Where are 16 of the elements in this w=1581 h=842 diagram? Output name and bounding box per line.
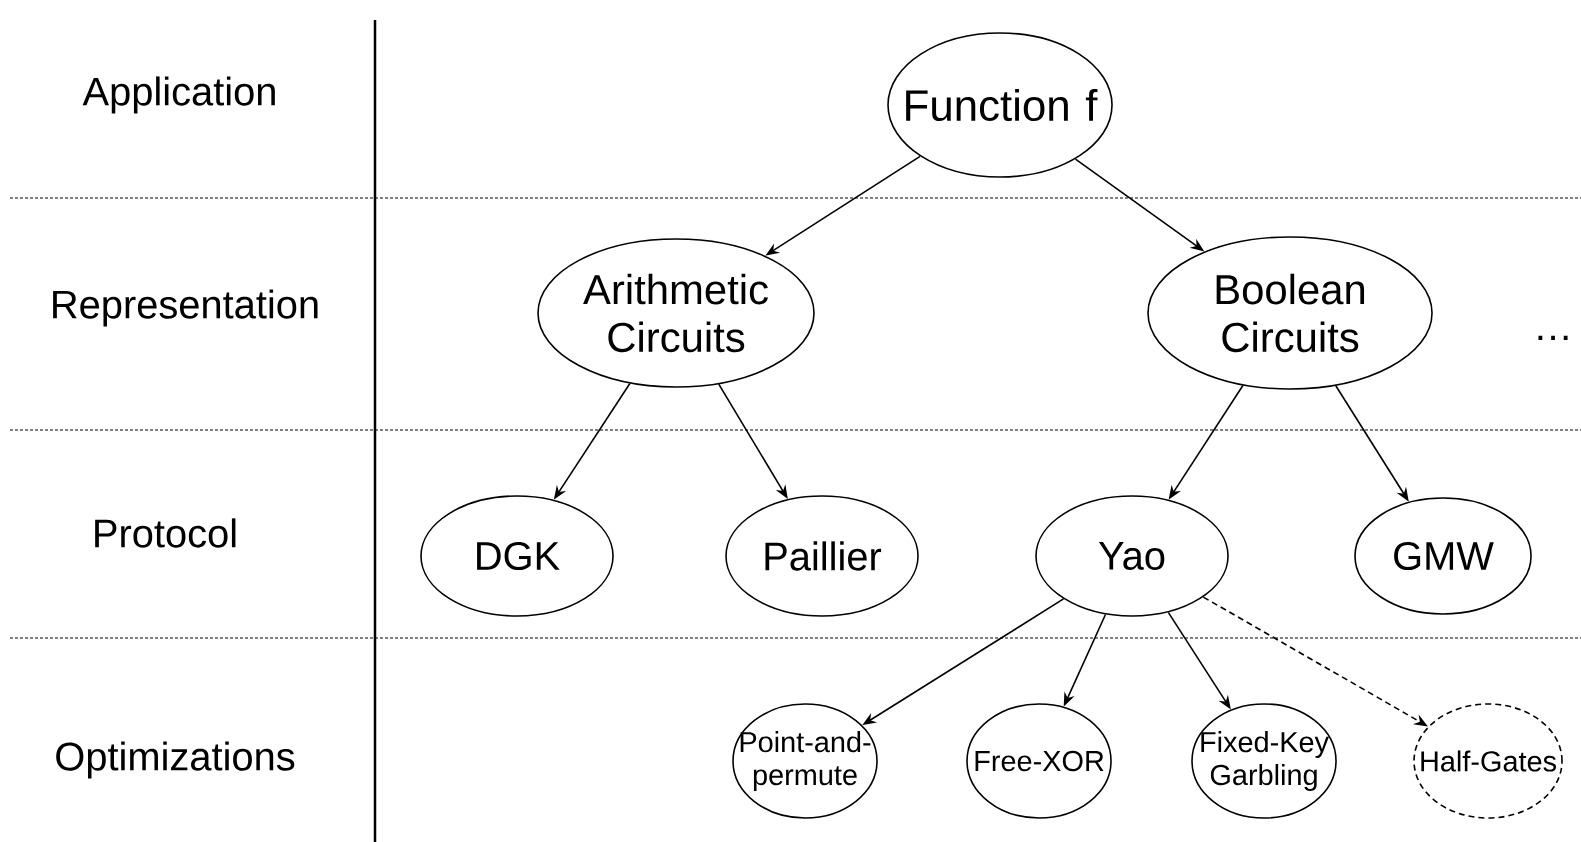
ellipse-node: Yao [1035, 495, 1229, 617]
layer-label: Optimizations [56, 741, 295, 779]
layer-label: … [1538, 335, 1568, 341]
ellipse-node: Paillier [725, 495, 919, 617]
ellipse-node: Function f [887, 32, 1113, 178]
layer-label: Protocol [95, 518, 236, 548]
ellipse-node: Fixed-Key Garbling [1191, 703, 1337, 819]
ellipse-node: Point-and-permute [732, 703, 878, 819]
ellipse-node: GMW [1354, 497, 1532, 615]
ellipse-node: Half-Gates [1413, 703, 1563, 819]
ellipse-node: DGK [420, 495, 614, 617]
layer-label: Representation [53, 289, 318, 327]
layer-label: Application [82, 76, 275, 114]
ellipse-node: Boolean Circuits [1147, 236, 1433, 390]
ellipse-node: Free-XOR [966, 703, 1112, 819]
ellipse-node: Arithmetic Circuits [537, 238, 815, 388]
